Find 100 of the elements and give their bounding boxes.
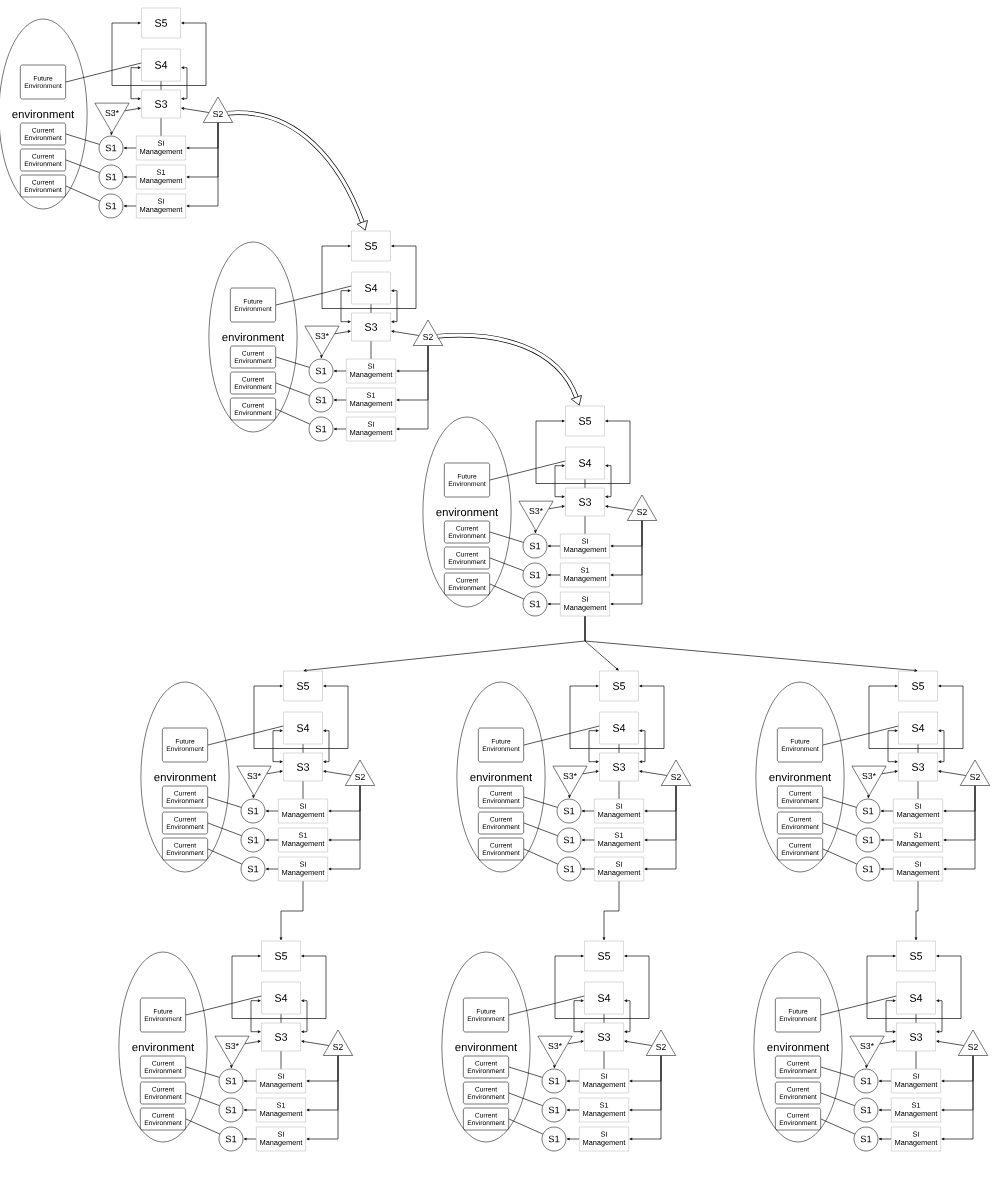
connector-line	[523, 822, 558, 836]
connector-arrow	[130, 66, 141, 100]
connector-line	[207, 848, 243, 865]
connector-arrow	[566, 1079, 580, 1083]
connector-arrow	[243, 1108, 257, 1112]
connector-arrow	[396, 345, 429, 431]
connector-arrow	[879, 1040, 896, 1045]
connector-arrow	[534, 530, 537, 534]
system-box: S5	[141, 7, 181, 39]
connector-line	[820, 995, 897, 1016]
connector-line	[822, 822, 857, 836]
connector-line	[207, 796, 242, 808]
connector-arrow	[279, 880, 304, 941]
system-box: S4	[351, 271, 391, 305]
connector-arrow	[938, 729, 945, 763]
connector-line	[280, 1050, 282, 1070]
connector-arrow	[588, 729, 599, 763]
system-box: S4	[896, 981, 936, 1015]
connector-arrow	[548, 505, 565, 510]
connector-line	[489, 557, 524, 571]
connector-arrow	[306, 1055, 339, 1141]
connector-line	[65, 185, 101, 202]
connector-arrow	[867, 795, 870, 799]
connector-arrow	[878, 1108, 892, 1112]
connector-arrow	[252, 795, 255, 799]
connector-line	[185, 1118, 221, 1135]
connector-arrow	[333, 398, 347, 402]
connector-arrow	[887, 729, 898, 763]
connector-line	[523, 725, 600, 746]
connector-arrow	[547, 573, 561, 577]
connector-line	[820, 1066, 855, 1078]
connector-line	[822, 725, 899, 746]
system-box: S3	[261, 1022, 301, 1052]
connector-arrow	[340, 289, 351, 323]
connector-line	[820, 1092, 855, 1106]
connector-arrow	[250, 999, 261, 1033]
connector-line	[820, 1118, 856, 1135]
connector-arrow	[186, 122, 219, 208]
system-box: S4	[599, 711, 639, 745]
connector-arrow	[880, 809, 894, 813]
system-box: S4	[283, 711, 323, 745]
system-box: S3	[565, 487, 605, 517]
connector-arrow	[868, 684, 919, 749]
connector-arrow	[243, 1079, 257, 1083]
connector-line	[65, 159, 100, 173]
connector-arrow	[370, 244, 417, 314]
connector-line	[275, 285, 352, 306]
connector-arrow	[610, 520, 643, 606]
connector-arrow	[265, 838, 279, 842]
connector-arrow	[124, 107, 141, 112]
connector-arrow	[244, 1040, 261, 1045]
connector-arrow	[272, 729, 283, 763]
connector-arrow	[938, 770, 967, 776]
connector-line	[508, 995, 585, 1016]
connector-arrow	[265, 809, 279, 813]
connector-arrow	[881, 770, 898, 775]
connector-arrow	[644, 785, 677, 871]
connector-arrow	[333, 369, 347, 373]
connector-arrow	[323, 770, 352, 776]
connector-line	[508, 1118, 544, 1135]
connector-line	[207, 822, 242, 836]
connector-arrow	[885, 999, 896, 1033]
connector-line	[302, 780, 304, 800]
connector-arrow	[243, 1137, 257, 1141]
connector-line	[207, 725, 284, 746]
system-box: S3	[351, 312, 391, 342]
connector-line	[523, 848, 559, 865]
connector-line	[508, 1092, 543, 1106]
connector-arrow	[581, 838, 595, 842]
connector-arrow	[553, 1065, 556, 1069]
system-box: S4	[898, 711, 938, 745]
connector-arrow	[880, 867, 894, 871]
connector-line	[275, 408, 311, 425]
connector-arrow	[547, 602, 561, 606]
connector-arrow	[123, 175, 137, 179]
connector-arrow	[605, 464, 612, 498]
connector-arrow	[941, 1055, 974, 1141]
connector-arrow	[566, 1137, 580, 1141]
connector-line	[275, 356, 310, 368]
connector-line	[603, 1050, 605, 1070]
connector-line	[185, 995, 262, 1016]
connector-arrow	[603, 954, 650, 1024]
system-box: S5	[261, 940, 301, 972]
system-box: S4	[261, 981, 301, 1015]
connector-arrow	[181, 66, 188, 100]
connector-line	[489, 583, 525, 600]
connector-line	[275, 382, 310, 396]
connector-arrow	[181, 107, 210, 113]
connector-arrow	[301, 1040, 330, 1046]
connector-arrow	[573, 999, 584, 1033]
connector-arrow	[266, 770, 283, 775]
connector-arrow	[566, 1108, 580, 1112]
connector-arrow	[584, 419, 631, 489]
connector-line	[618, 780, 620, 800]
connector-arrow	[547, 544, 561, 548]
connector-arrow	[880, 838, 894, 842]
system-box: S3	[283, 752, 323, 782]
connector-arrow	[618, 684, 665, 754]
connector-line	[160, 117, 162, 137]
connector-arrow	[265, 867, 279, 871]
